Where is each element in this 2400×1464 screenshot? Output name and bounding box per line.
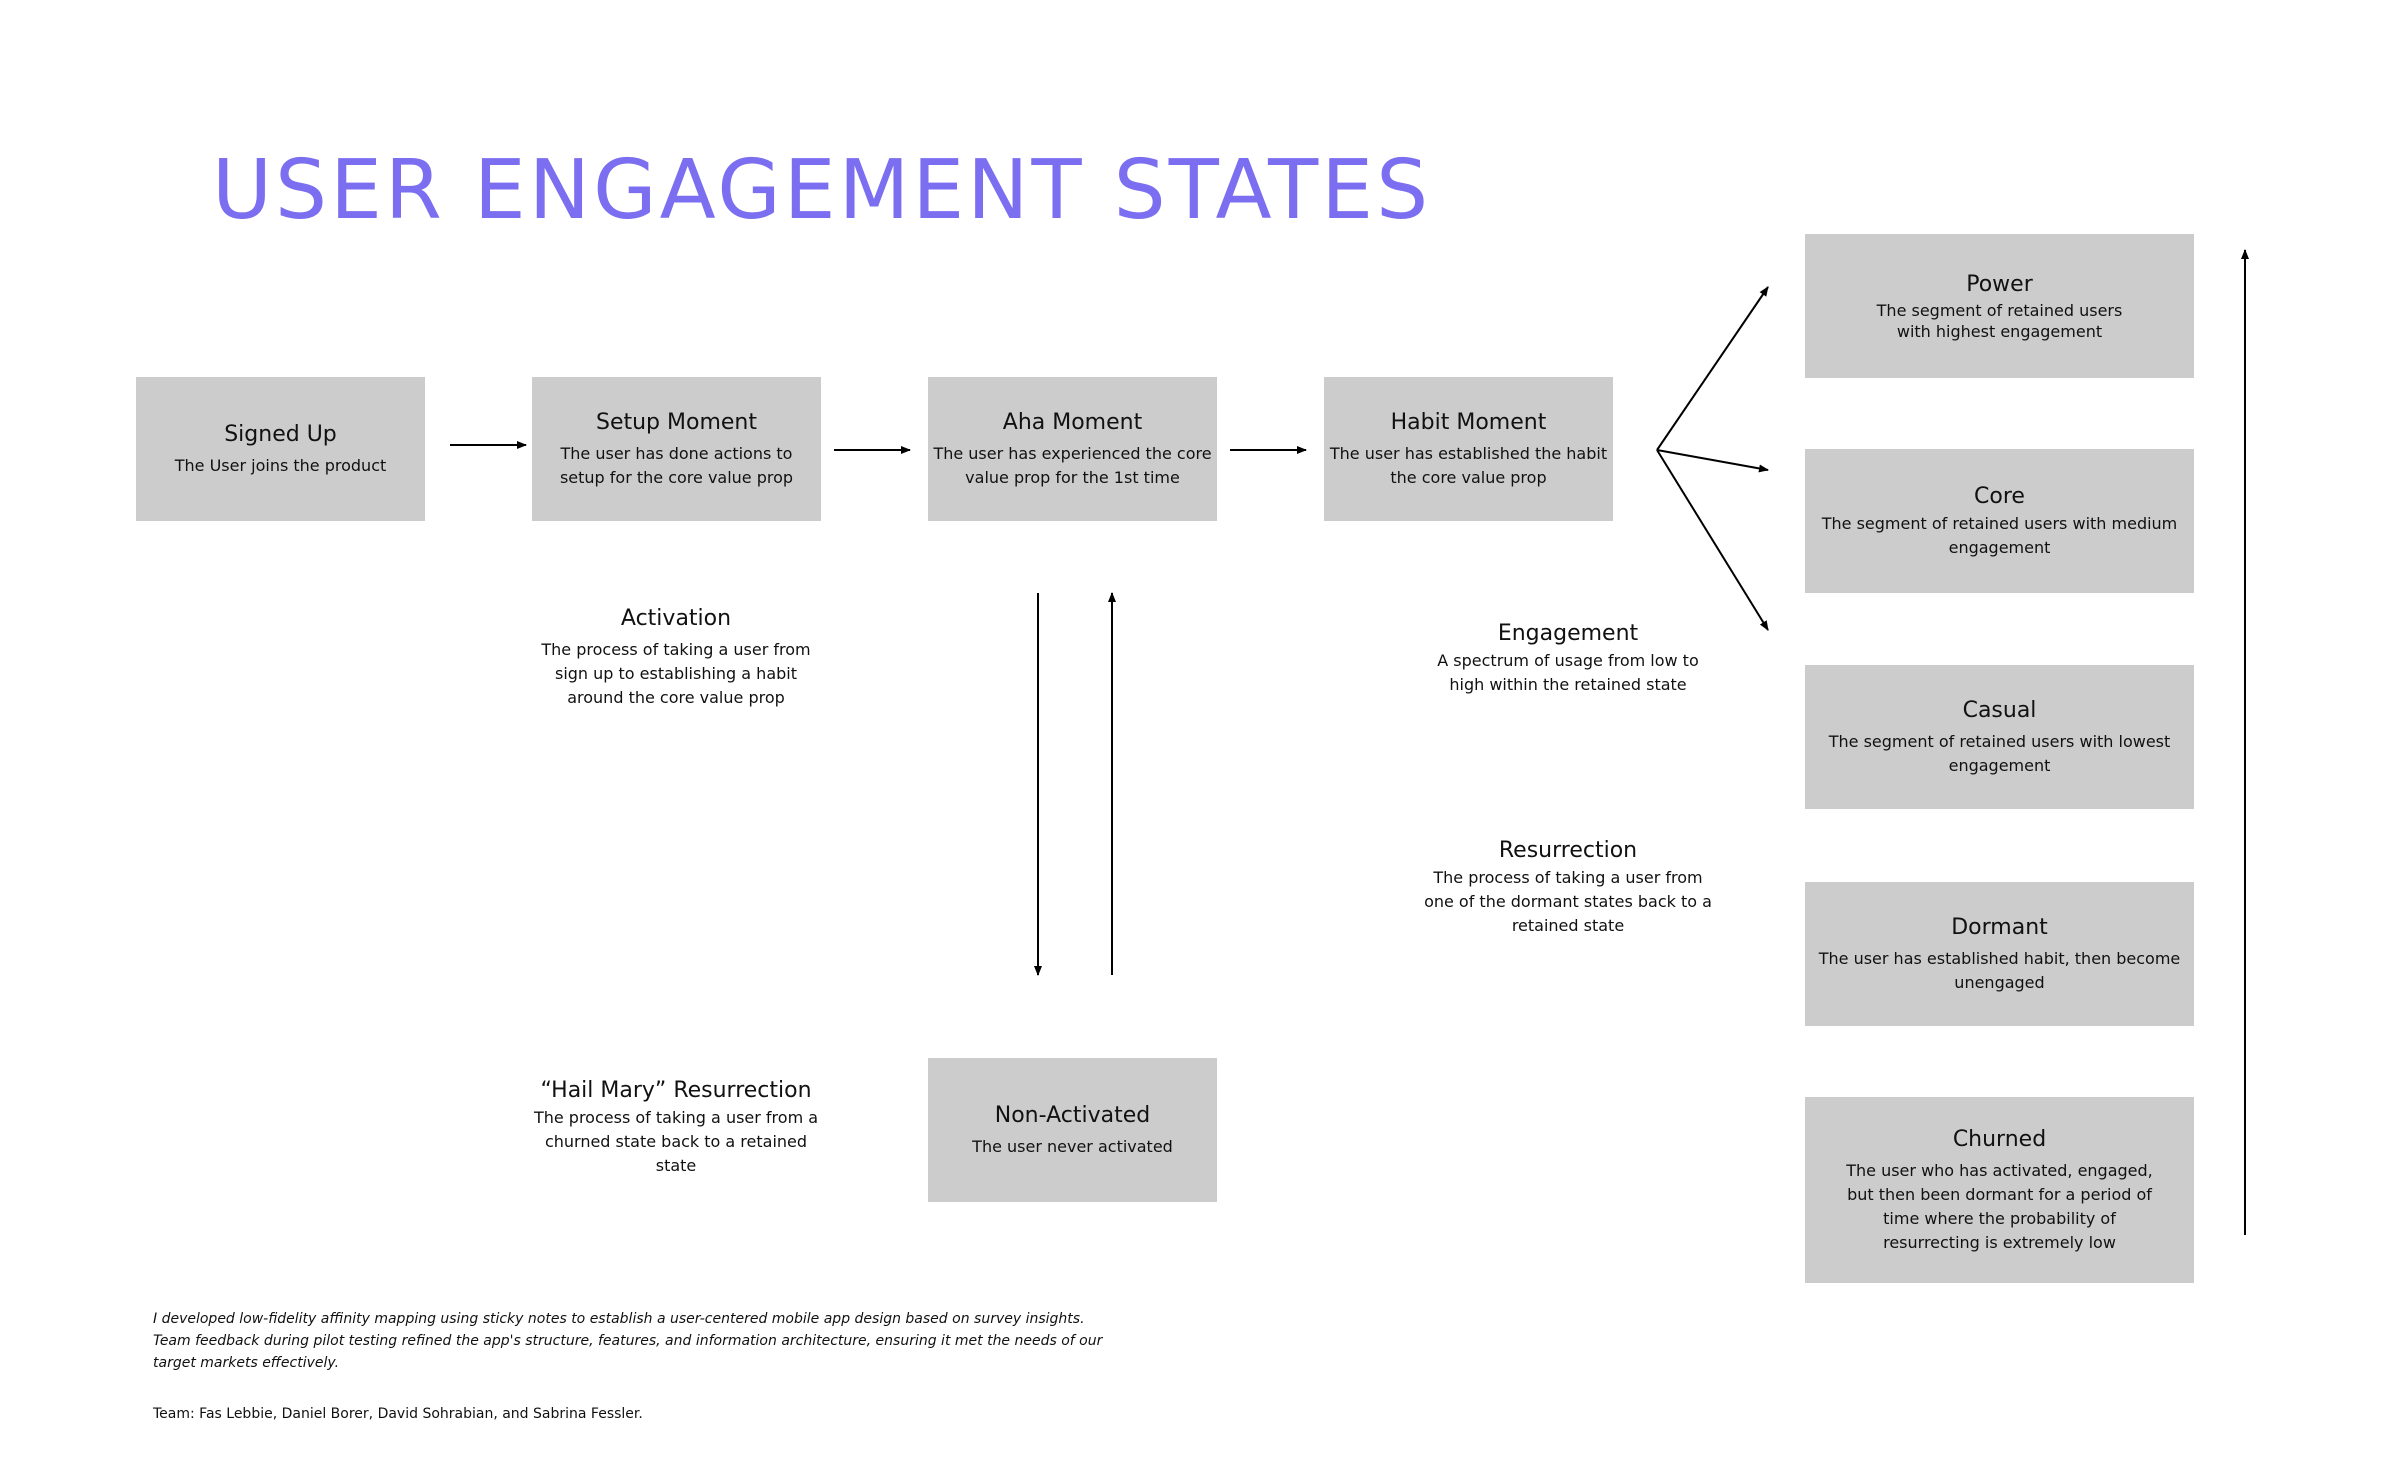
signed-up-box: Signed Up The User joins the product	[136, 377, 425, 521]
core-desc: The segment of retained users with mediu…	[1821, 514, 2178, 557]
dormant-desc: The user has established habit, then bec…	[1818, 949, 2181, 992]
engagement-title: Engagement	[1497, 621, 1639, 646]
signed-up-desc: The User joins the product	[174, 456, 387, 475]
habit-moment-desc: The user has established the habit the c…	[1329, 444, 1608, 487]
activation-desc: The process of taking a user from sign u…	[541, 640, 811, 707]
non-activated-title: Non-Activated	[994, 1103, 1151, 1128]
page-title: USER ENGAGEMENT STATES	[212, 143, 1432, 238]
core-box: Core The segment of retained users with …	[1805, 449, 2194, 593]
non-activated-desc: The user never activated	[972, 1137, 1173, 1156]
power-desc: The segment of retained users with highe…	[1876, 301, 2123, 341]
aha-moment-box: Aha Moment The user has experienced the …	[928, 377, 1217, 521]
hail-mary-desc: The process of taking a user from a chur…	[533, 1108, 819, 1175]
resurrection-note: Resurrection The process of taking a use…	[1418, 836, 1718, 938]
aha-moment-title: Aha Moment	[1002, 410, 1143, 435]
casual-desc: The segment of retained users with lowes…	[1828, 732, 2171, 775]
setup-moment-box: Setup Moment The user has done actions t…	[532, 377, 821, 521]
habit-moment-title: Habit Moment	[1390, 410, 1547, 435]
habit-moment-box: Habit Moment The user has established th…	[1324, 377, 1613, 521]
non-activated-box: Non-Activated The user never activated	[928, 1058, 1217, 1202]
churned-title: Churned	[1952, 1127, 2047, 1152]
power-title: Power	[1966, 272, 2033, 297]
activation-title: Activation	[620, 606, 732, 631]
arrow-habit-to-core	[1656, 449, 1769, 473]
arrow-habit-to-power	[1656, 286, 1769, 451]
arrow-habit-to-casual	[1656, 449, 1769, 631]
engagement-note: Engagement A spectrum of usage from low …	[1418, 619, 1718, 697]
core-title: Core	[1974, 484, 2025, 509]
setup-moment-title: Setup Moment	[595, 410, 757, 435]
engagement-desc: A spectrum of usage from low to high wit…	[1437, 651, 1699, 694]
power-box: Power The segment of retained users with…	[1805, 234, 2194, 378]
signed-up-title: Signed Up	[224, 422, 337, 447]
footer-team: Team: Fas Lebbie, Daniel Borer, David So…	[153, 1406, 643, 1422]
activation-note: Activation The process of taking a user …	[526, 604, 826, 710]
casual-title: Casual	[1962, 698, 2037, 723]
churned-box: Churned The user who has activated, enga…	[1805, 1097, 2194, 1283]
aha-moment-desc: The user has experienced the core value …	[933, 444, 1212, 487]
hail-mary-note: “Hail Mary” Resurrection The process of …	[526, 1076, 826, 1178]
casual-box: Casual The segment of retained users wit…	[1805, 665, 2194, 809]
resurrection-title: Resurrection	[1498, 838, 1638, 863]
dormant-box: Dormant The user has established habit, …	[1805, 882, 2194, 1026]
churned-desc: The user who has activated, engaged, but…	[1846, 1161, 2153, 1252]
dormant-title: Dormant	[1951, 915, 2048, 940]
footer-description: I developed low-fidelity affinity mappin…	[153, 1311, 1103, 1371]
hail-mary-title: “Hail Mary” Resurrection	[540, 1078, 812, 1103]
setup-moment-desc: The user has done actions to setup for t…	[559, 444, 794, 487]
resurrection-desc: The process of taking a user from one of…	[1424, 868, 1712, 935]
